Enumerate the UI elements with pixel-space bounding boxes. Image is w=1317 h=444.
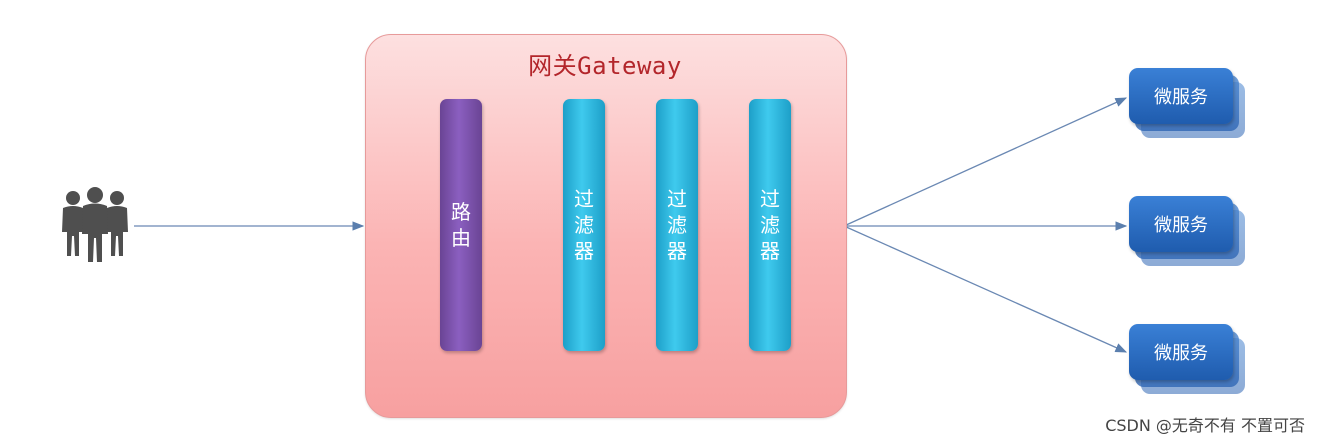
filter-block-3: 过滤器 (749, 99, 791, 351)
service-label: 微服务 (1129, 68, 1233, 124)
microservice-box-2: 微服务 (1129, 196, 1245, 266)
service-label: 微服务 (1129, 196, 1233, 252)
gateway-title: 网关Gateway (528, 52, 682, 80)
watermark: CSDN @无奇不有 不置可否 (1105, 416, 1305, 435)
router-label: 路由 (451, 200, 471, 250)
microservice-box-1: 微服务 (1129, 68, 1245, 138)
users-group-icon (62, 187, 128, 262)
filter-label: 过滤器 (574, 187, 594, 263)
filter-block-1: 过滤器 (563, 99, 605, 351)
router-block: 路由 (440, 99, 482, 351)
filter-label: 过滤器 (667, 187, 687, 263)
microservice-box-3: 微服务 (1129, 324, 1245, 394)
filter-block-2: 过滤器 (656, 99, 698, 351)
arrow-hub-to-service3 (843, 225, 1128, 353)
service-label: 微服务 (1129, 324, 1233, 380)
arrow-hub-to-service1 (843, 97, 1128, 227)
filter-label: 过滤器 (760, 187, 780, 263)
